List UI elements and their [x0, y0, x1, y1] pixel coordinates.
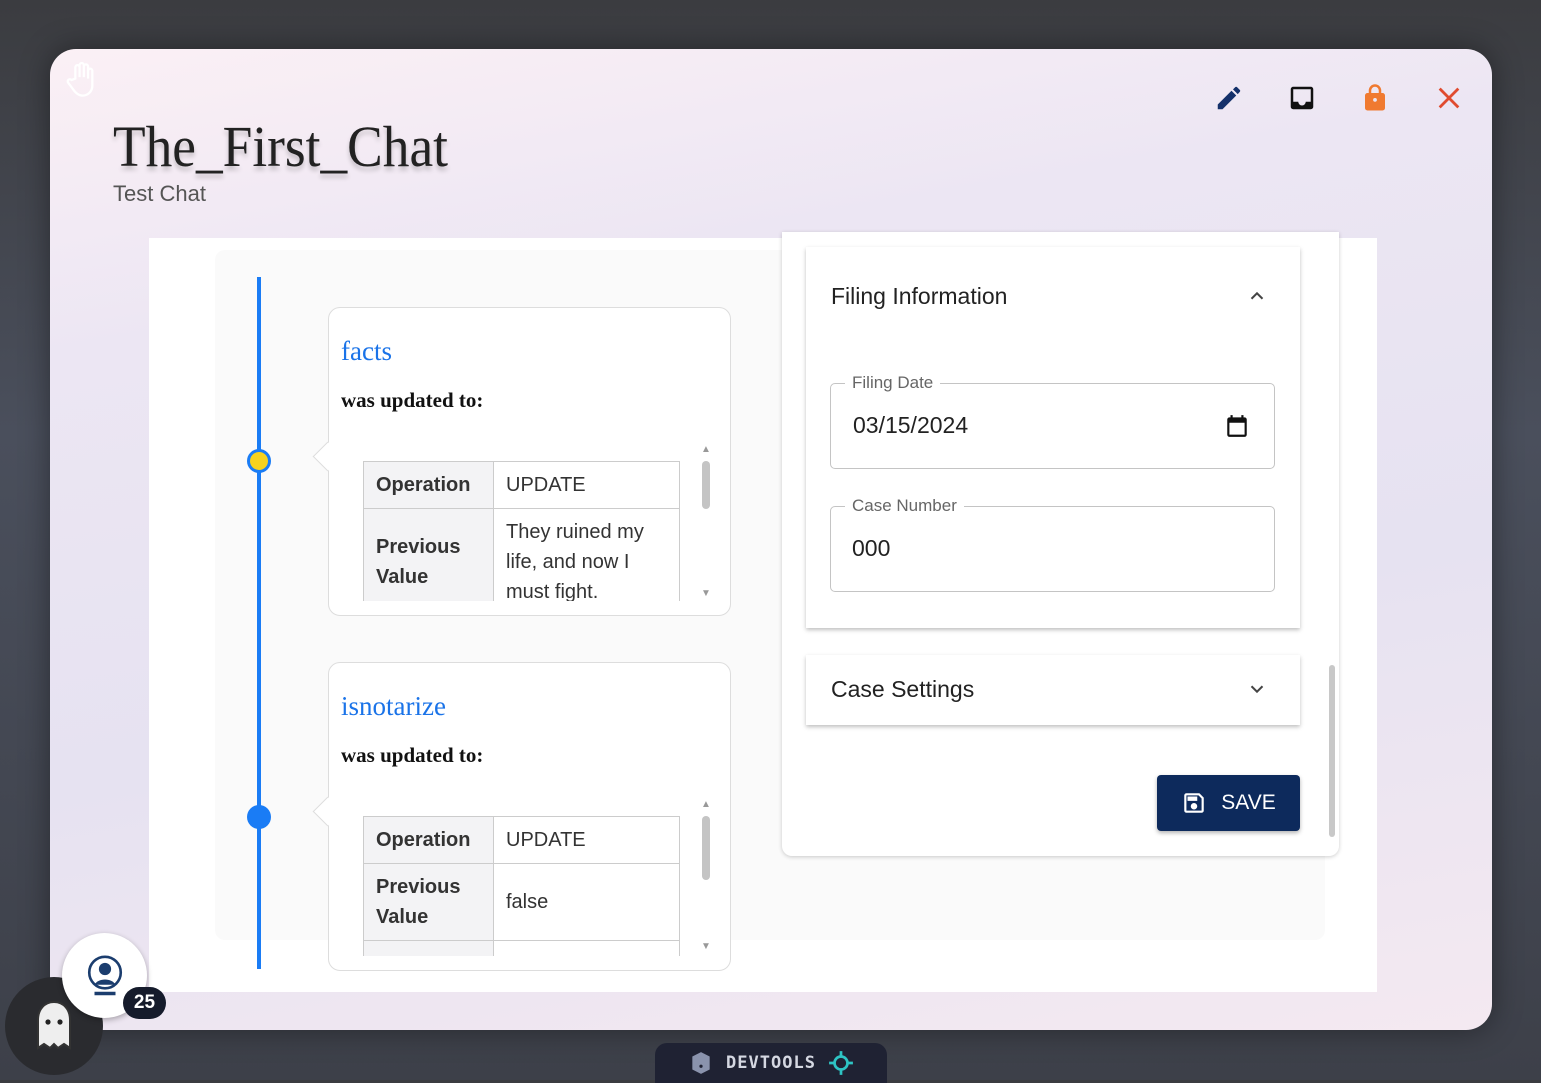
- chevron-down-icon[interactable]: [1246, 678, 1268, 705]
- update-caption: was updated to:: [341, 388, 484, 412]
- save-button[interactable]: SAVE: [1157, 775, 1300, 831]
- hand-icon[interactable]: [64, 61, 98, 104]
- filing-date-field[interactable]: Filing Date 03/15/2024: [830, 373, 1275, 469]
- laymans-logo-icon: [87, 954, 122, 995]
- table-row: New: [363, 940, 680, 956]
- scroll-up-icon[interactable]: ▲: [701, 799, 711, 810]
- case-number-field[interactable]: Case Number 000: [830, 496, 1275, 592]
- chat-modal: The_First_Chat Test Chat facts was updat…: [50, 49, 1492, 1030]
- timeline-line: [257, 277, 261, 969]
- scroll-up-icon[interactable]: ▲: [701, 444, 711, 455]
- timeline-dot: [247, 805, 271, 829]
- close-icon[interactable]: [1432, 81, 1466, 115]
- notification-badge: 25: [123, 987, 166, 1019]
- field-name: isnotarize: [341, 691, 446, 721]
- update-caption: was updated to:: [341, 743, 484, 767]
- crosshair-icon: [829, 1051, 853, 1075]
- devtools-tab[interactable]: DEVTOOLS: [655, 1043, 887, 1083]
- case-form-panel: Filing Information Filing Date 03/15/202…: [782, 232, 1339, 856]
- accordion-title[interactable]: Filing Information: [831, 283, 1008, 309]
- save-icon: [1184, 793, 1205, 813]
- timeline-dot: [247, 449, 271, 473]
- inbox-icon[interactable]: [1285, 81, 1319, 115]
- ghost-icon: [37, 1000, 71, 1050]
- scrollbar-thumb[interactable]: [702, 461, 710, 509]
- calendar-icon[interactable]: [1224, 412, 1250, 445]
- page-title: The_First_Chat: [113, 114, 448, 179]
- pencil-icon[interactable]: [1212, 81, 1246, 115]
- page-subtitle: Test Chat: [113, 181, 206, 206]
- devtools-logo-icon: [692, 1052, 710, 1074]
- accordion-title: Case Settings: [831, 676, 975, 702]
- field-name: facts: [341, 336, 392, 366]
- accordion-case-settings[interactable]: Case Settings: [806, 655, 1300, 725]
- scrollbar-thumb[interactable]: [702, 816, 710, 880]
- chevron-up-icon[interactable]: [1246, 285, 1268, 312]
- lock-icon[interactable]: [1358, 81, 1392, 115]
- accordion-filing-information: Filing Information Filing Date 03/15/202…: [806, 247, 1300, 628]
- scroll-down-icon[interactable]: ▼: [701, 588, 711, 599]
- scroll-down-icon[interactable]: ▼: [701, 941, 711, 952]
- scrollbar-thumb[interactable]: [1329, 665, 1335, 837]
